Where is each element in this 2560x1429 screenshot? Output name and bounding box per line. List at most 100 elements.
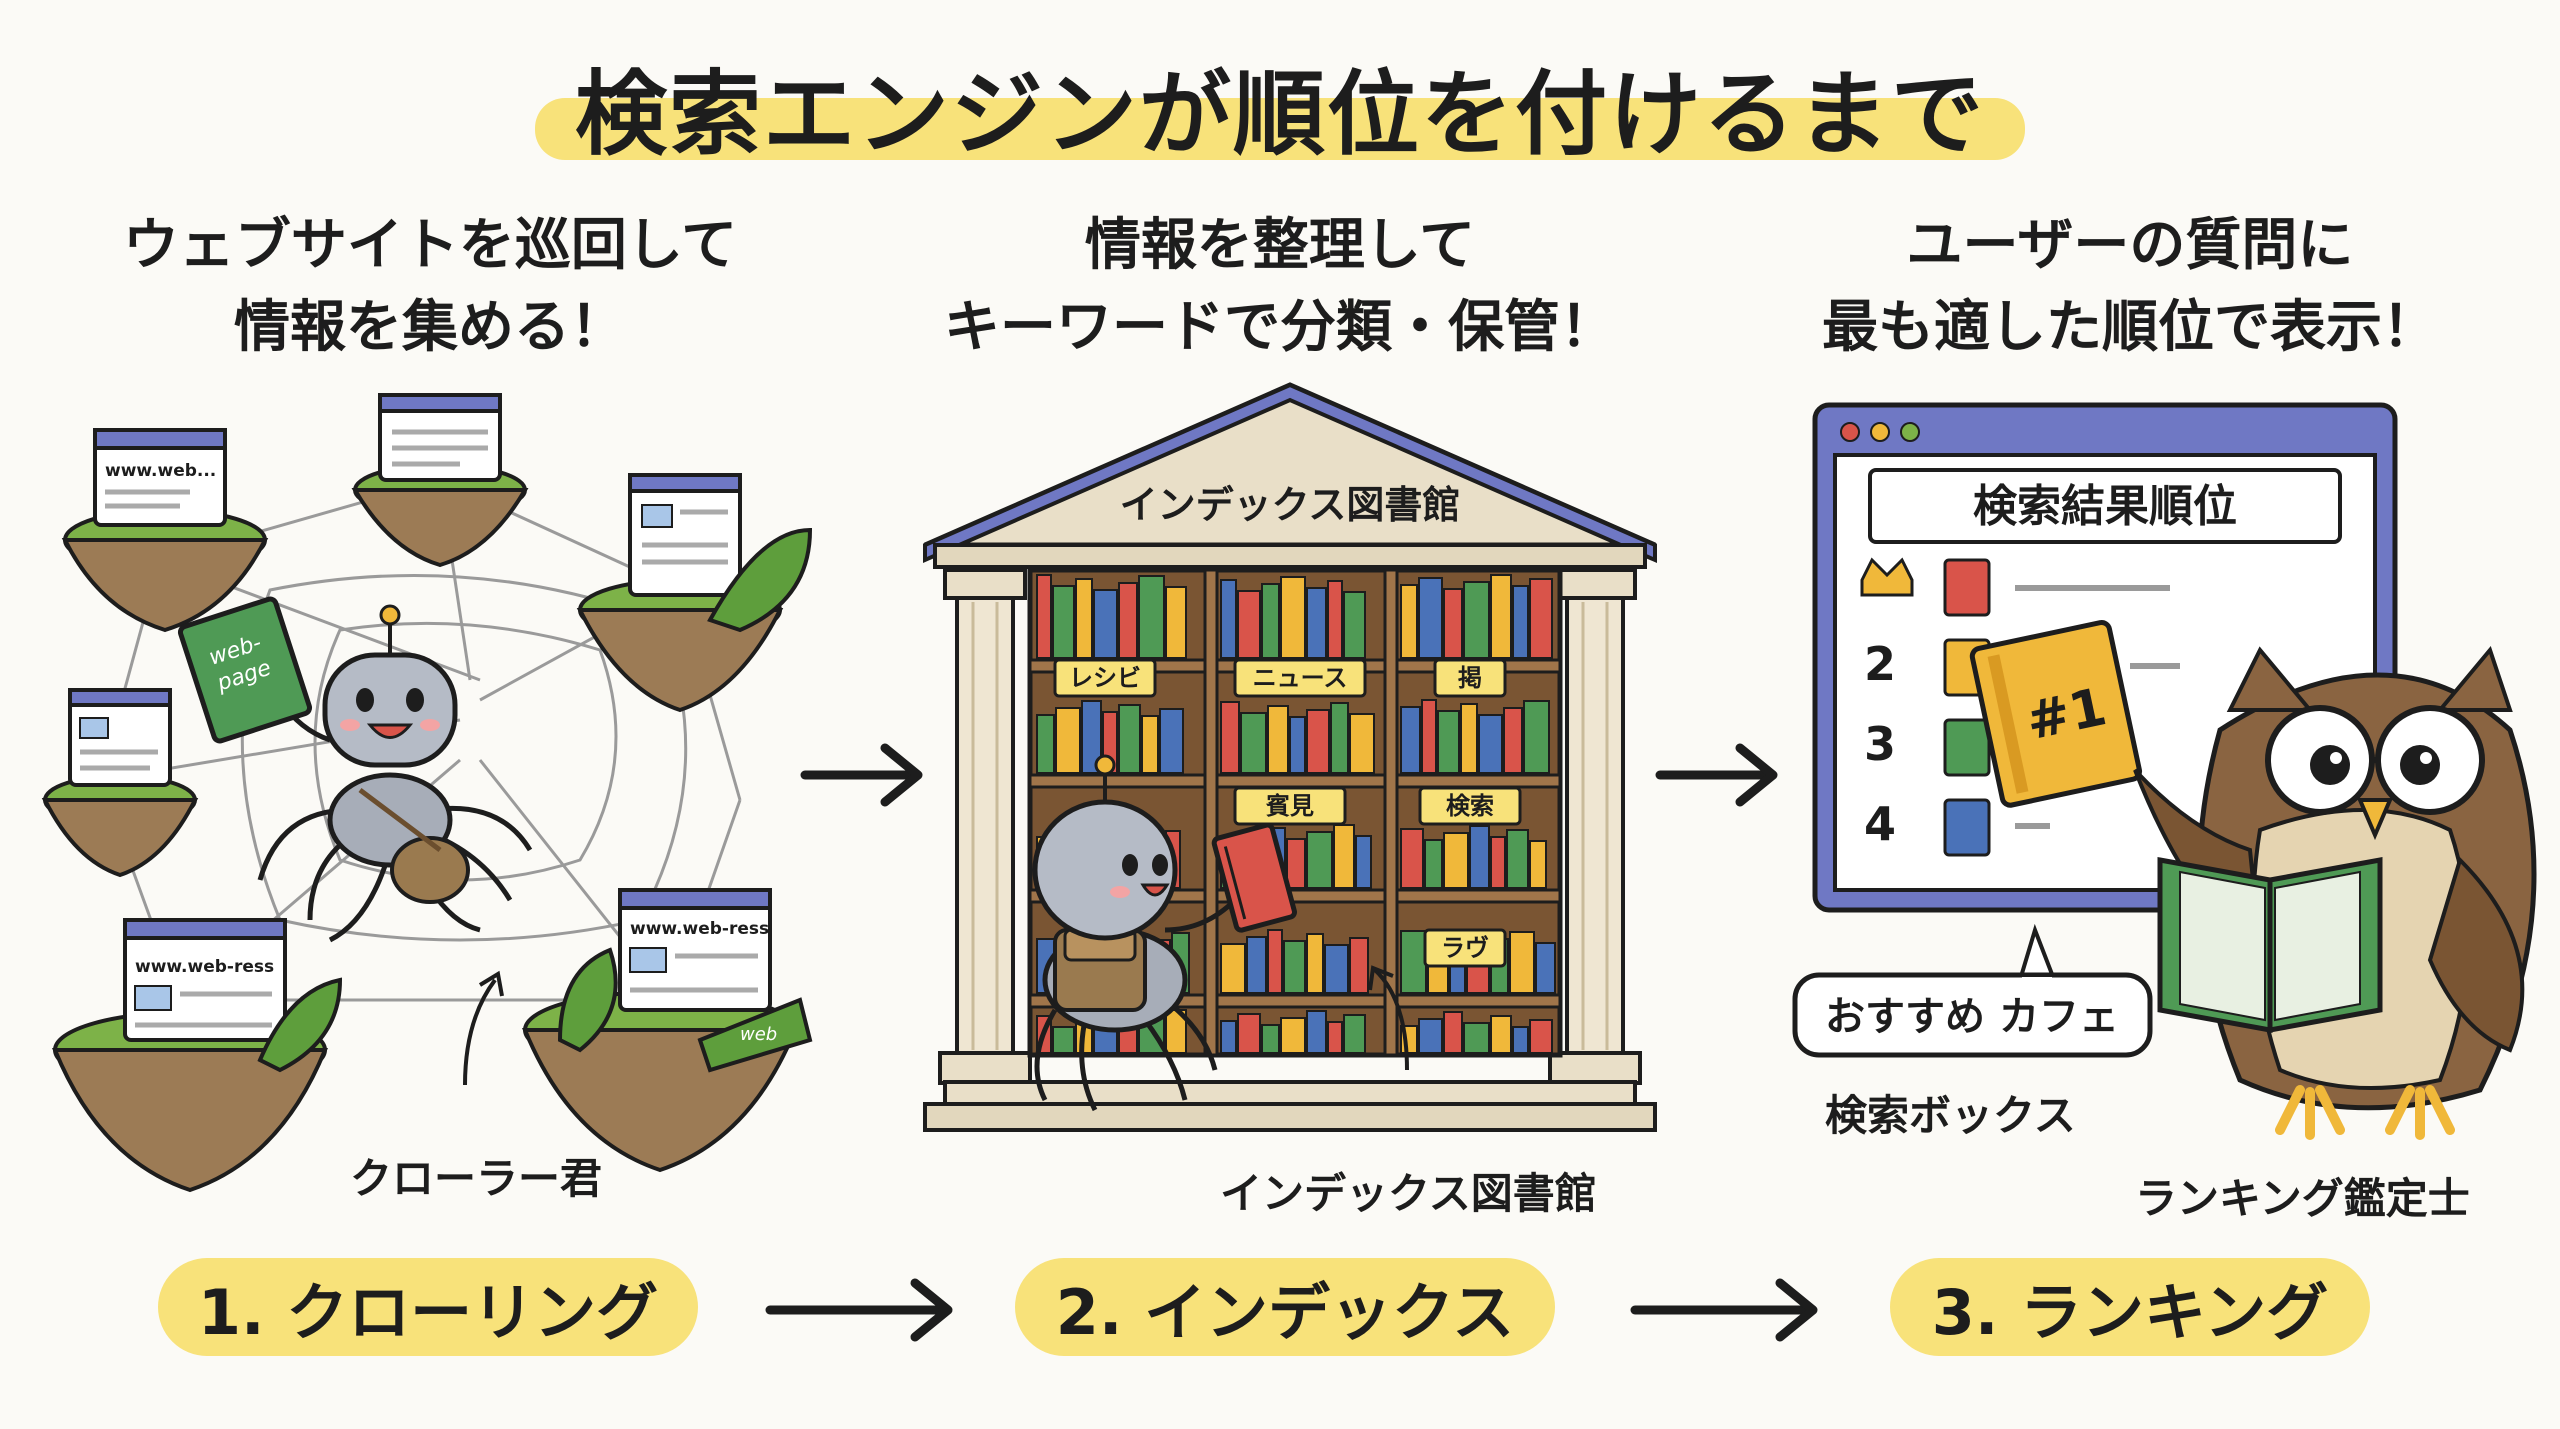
book-spine	[1237, 1013, 1261, 1054]
book-spine	[1437, 710, 1460, 774]
book-spine	[1289, 716, 1306, 774]
book-spine	[1418, 577, 1443, 659]
book-spine	[1306, 1010, 1327, 1054]
book-spine	[1523, 700, 1550, 774]
book-spine	[1343, 591, 1366, 659]
book-spine	[1490, 574, 1512, 659]
book-spine	[1529, 840, 1547, 889]
book-spine	[1306, 831, 1333, 889]
rank-scene: 検索結果順位 2 3 4 #1 おすすめ カフェ	[1792, 402, 2537, 1140]
caption-crawl: ウェブサイトを巡回して 情報を集める！	[20, 205, 840, 369]
search-query: おすすめ カフェ	[1825, 994, 2119, 1040]
book-spine	[1400, 930, 1427, 994]
book-spine	[1512, 1026, 1529, 1054]
book-spine	[1036, 714, 1055, 774]
shelf-tag-6: ラヴ	[1441, 934, 1489, 962]
library-column-right	[1548, 568, 1642, 1085]
book-spine	[1324, 944, 1349, 994]
page-url-2: www.web-ress	[135, 957, 274, 977]
page-title: 検索エンジンが順位を付けるまで	[534, 40, 2026, 173]
caption-index: 情報を整理して キーワードで分類・保管！	[870, 205, 1690, 369]
book-spine	[1349, 937, 1369, 994]
window-minimize-icon	[1870, 422, 1890, 442]
library-sign: インデックス図書館	[1120, 483, 1461, 527]
island-top-left: www.web...	[61, 428, 269, 633]
book-spine	[1286, 838, 1306, 889]
book-spine	[1330, 702, 1349, 774]
window-close-icon	[1840, 422, 1860, 442]
book-spine	[1280, 576, 1306, 659]
crawler-pointer	[463, 978, 497, 1086]
shelf-tag-5: 検索	[1446, 792, 1494, 820]
book-spine	[1418, 1018, 1443, 1054]
shelf-tag-4: 賓見	[1265, 792, 1314, 820]
step-ranking: 3. ランキング	[1890, 1258, 2370, 1356]
library-column-left	[938, 568, 1032, 1085]
book-spine	[1400, 584, 1418, 659]
crawl-book-small-label: web	[740, 1024, 777, 1045]
book-spine	[1503, 707, 1523, 774]
book-spine	[1267, 705, 1289, 774]
crawler-character-library	[1032, 754, 1298, 1112]
book-spine	[1463, 581, 1490, 659]
book-spine	[1261, 583, 1280, 659]
book-spine	[1469, 825, 1490, 889]
book-spine	[1443, 832, 1469, 889]
book-spine	[1512, 585, 1529, 659]
book-spine	[1261, 1024, 1280, 1054]
island-bottom-left: www.web-ress	[52, 918, 343, 1193]
arrow-icon	[1630, 1278, 1818, 1342]
book-spine	[1118, 582, 1138, 659]
book-spine	[1306, 587, 1327, 659]
shelf-tag-1: レシビ	[1069, 664, 1141, 692]
book-spine	[1141, 715, 1159, 774]
book-spine	[1237, 590, 1261, 659]
rank-4: 4	[1864, 797, 1896, 851]
rank-3: 3	[1864, 717, 1896, 771]
book-spine	[1443, 588, 1463, 659]
book-spine	[1165, 586, 1187, 659]
crown-icon	[1860, 557, 1914, 597]
book-spine	[1529, 578, 1553, 659]
caption-rank-line2: 最も適した順位で表示！	[1822, 295, 2438, 360]
book-spine	[1055, 707, 1081, 774]
title-banner: 検索エンジンが順位を付けるまで	[0, 40, 2560, 173]
book-spine	[1081, 700, 1102, 774]
book-spine	[1306, 933, 1324, 994]
book-spine	[1306, 709, 1330, 774]
top-result-book: #1	[1969, 620, 2143, 808]
book-spine	[1036, 574, 1052, 659]
book-spine	[1535, 942, 1556, 994]
window-maximize-icon	[1900, 422, 1920, 442]
book-spine	[1424, 839, 1443, 889]
caption-crawl-line2: 情報を集める！	[234, 295, 626, 360]
crawl-scene: www.web... www.web-ress	[41, 393, 813, 1193]
book-spine	[1529, 1019, 1553, 1054]
book-spine	[1052, 585, 1075, 659]
book-spine	[1283, 940, 1306, 994]
book-spine	[1327, 1021, 1343, 1054]
book-spine	[1093, 589, 1118, 659]
book-spine	[1490, 1015, 1512, 1054]
book-spine	[1490, 836, 1506, 889]
shelf-tag-2: ニュース	[1253, 664, 1348, 692]
page-url-1: www.web...	[105, 461, 216, 481]
book-spine	[1138, 575, 1165, 659]
island-top-right	[576, 473, 813, 713]
book-spine	[1220, 579, 1237, 659]
results-title: 検索結果順位	[1973, 481, 2237, 532]
book-spine	[1460, 703, 1478, 774]
book-spine	[1506, 829, 1529, 889]
island-bottom-right: www.web-ress web	[522, 888, 813, 1173]
book-spine	[1220, 943, 1246, 994]
arrow-icon	[765, 1278, 953, 1342]
book-spine	[1118, 704, 1141, 774]
page-url-3: www.web-ress	[630, 919, 769, 939]
book-spine	[1509, 931, 1535, 994]
index-scene: インデックス図書館 レシビ ニュース 掲 賓見 検索	[923, 382, 1657, 1132]
book-spine	[1463, 1022, 1490, 1054]
book-spine	[1443, 1011, 1463, 1054]
arrow-icon	[800, 743, 923, 807]
book-spine	[1220, 1020, 1237, 1054]
search-box-bubble: おすすめ カフェ	[1792, 923, 2153, 1058]
